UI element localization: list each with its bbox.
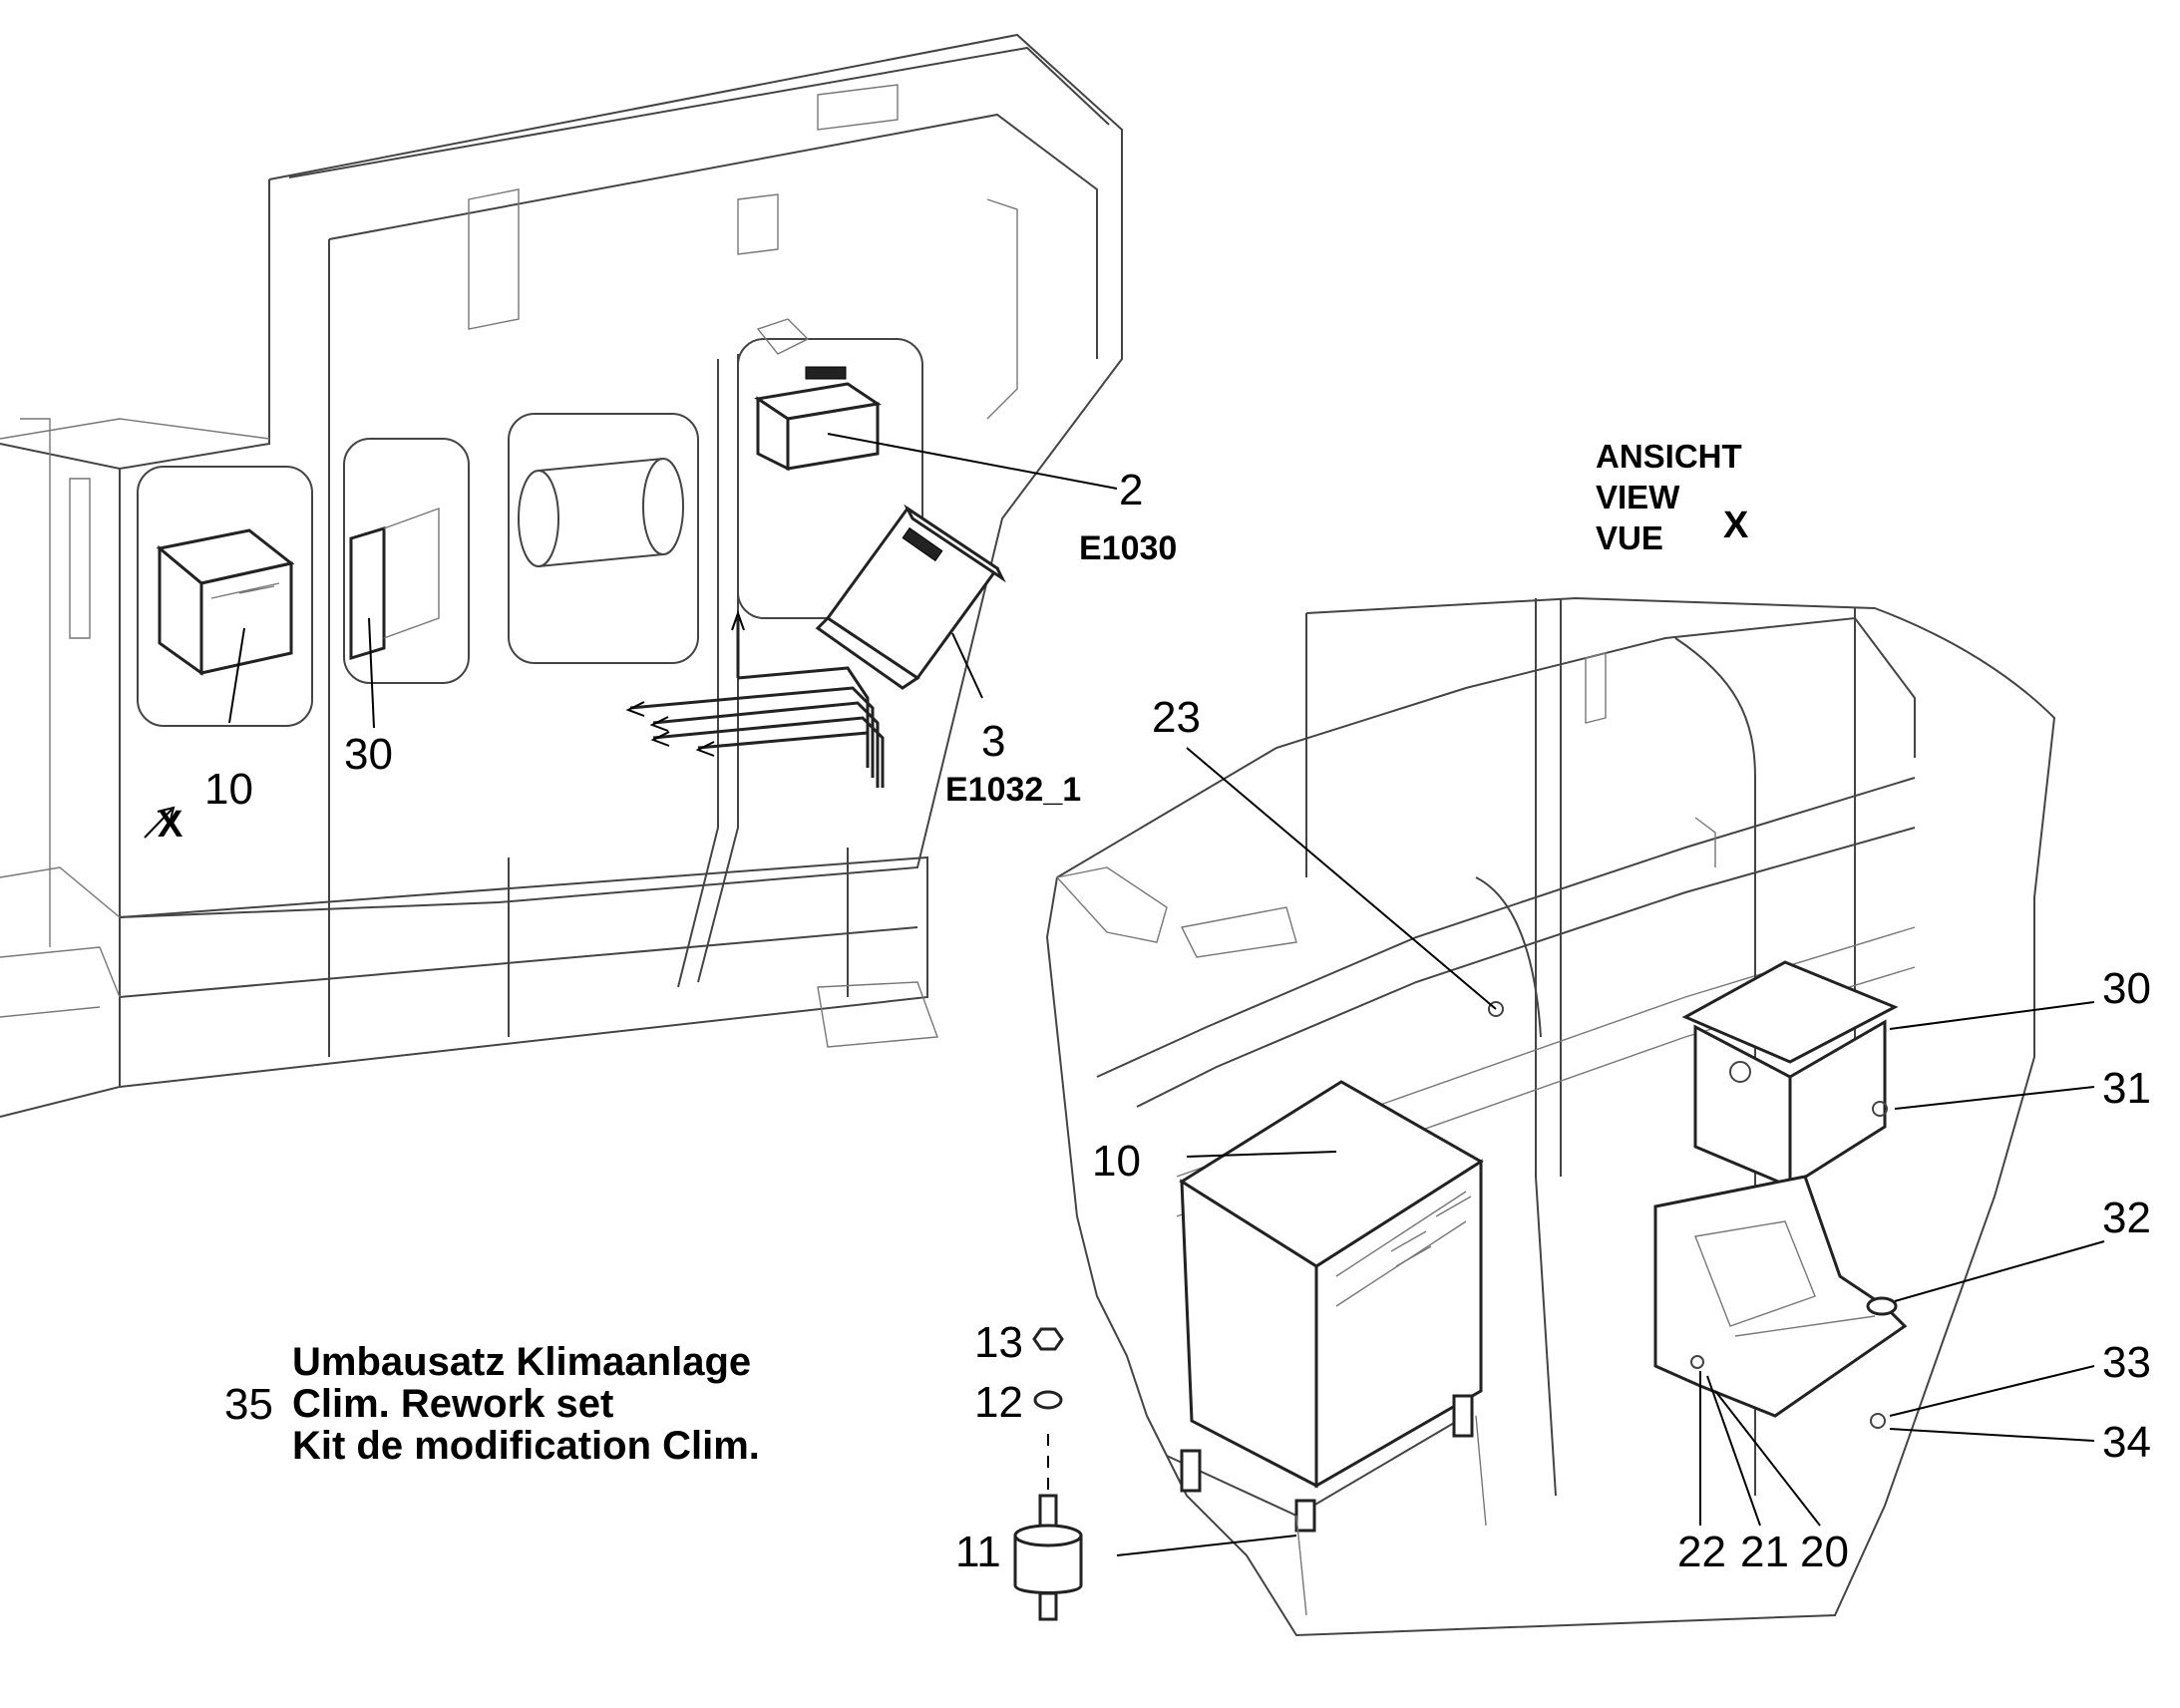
rework-kit-fr: Kit de modification Clim. [292,1424,760,1468]
callout-10-overview: 10 [204,765,253,814]
callout-32: 32 [2102,1194,2151,1242]
view-title: ANSICHT VIEW VUE [1596,436,1742,558]
view-title-fr: VUE [1596,519,1663,556]
view-title-en: VIEW [1596,479,1680,515]
view-title-x: X [1723,505,1749,546]
view-x-marker: X [158,804,183,846]
callout-3: 3 [981,717,1006,766]
callout-20: 20 [1800,1528,1849,1576]
rework-kit-en: Clim. Rework set [292,1382,614,1426]
rework-kit-title: Umbausatz Klimaanlage Clim. Rework set K… [292,1341,760,1467]
callout-30: 30 [2102,964,2151,1013]
code-e1030: E1030 [1079,529,1178,567]
view-x-detail [1045,596,2105,1637]
callout-22: 22 [1677,1528,1726,1576]
callout-11: 11 [955,1528,1001,1576]
callout-12: 12 [974,1378,1023,1427]
mount-parts [1013,1327,1083,1621]
callout-33: 33 [2102,1338,2151,1387]
callout-13: 13 [974,1318,1023,1367]
callout-21: 21 [1740,1528,1789,1576]
callout-23: 23 [1152,693,1201,742]
code-e1032-1: E1032_1 [945,771,1082,809]
callout-10: 10 [1092,1137,1141,1186]
callout-30-overview: 30 [344,730,393,779]
callout-2: 2 [1119,466,1144,514]
rework-kit-de: Umbausatz Klimaanlage [292,1340,752,1384]
callout-31: 31 [2102,1064,2151,1113]
callout-34: 34 [2102,1418,2151,1467]
view-title-de: ANSICHT [1596,438,1742,475]
callout-35: 35 [224,1380,273,1429]
frame-overview [0,33,1123,1118]
